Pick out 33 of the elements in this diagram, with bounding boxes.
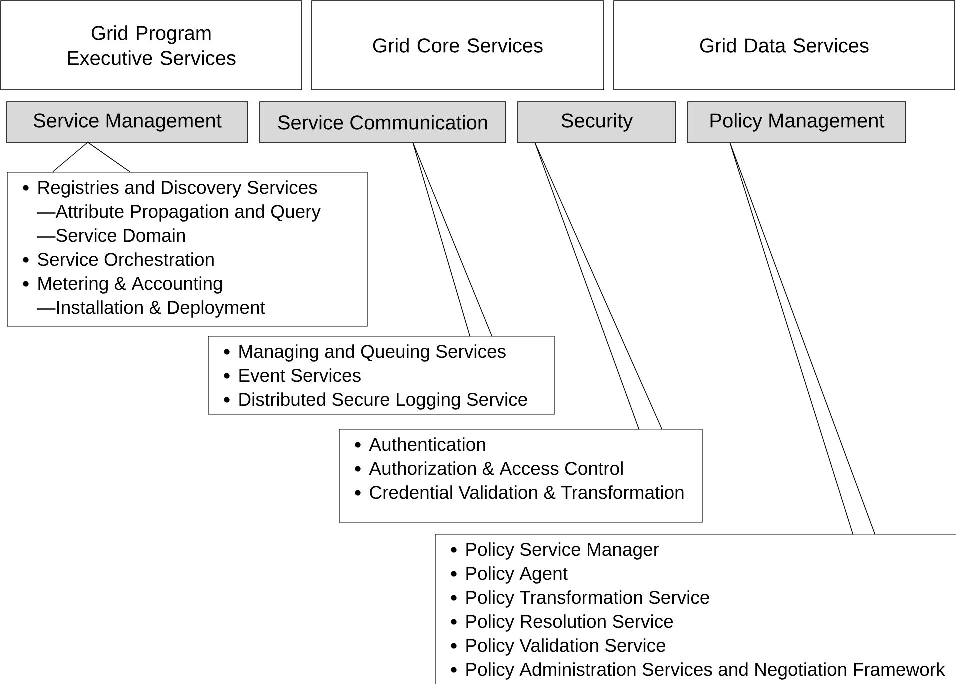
list-item: Metering & Accounting <box>38 276 222 294</box>
section-tab: Security <box>518 102 676 144</box>
list-item: Policy Transformation Service <box>466 590 710 608</box>
list-box <box>7 172 368 327</box>
list-item: Managing and Queuing Services <box>240 344 506 362</box>
list-box <box>435 534 956 684</box>
list-item: Policy Administration Services and Negotiation Framework <box>466 662 946 680</box>
list-item: Authentication <box>369 438 486 452</box>
list-item: Distributed Secure Logging Service <box>240 392 528 410</box>
list-item: —Installation & Deployment <box>37 300 266 318</box>
list-item: —Service Domain <box>37 228 186 242</box>
list-item: Policy Service Manager <box>466 542 660 560</box>
callout-wedge <box>534 142 662 430</box>
service-box: Grid Program Executive Services <box>0 0 302 90</box>
callout-wedge <box>412 142 492 336</box>
service-box: Grid Data Services <box>614 0 956 90</box>
list-item: Policy Resolution Service <box>466 614 674 632</box>
list-item: Credential Validation & Transformation <box>370 486 684 500</box>
list-item: —Attribute Propagation and Query <box>37 204 321 222</box>
list-item: Authorization & Access Control <box>369 462 623 476</box>
list-box <box>208 336 555 415</box>
list-item: Policy Agent <box>466 566 568 584</box>
section-tab: Policy Management <box>688 102 906 144</box>
service-box: Grid Core Services <box>312 0 604 90</box>
list-box <box>339 429 703 523</box>
list-item: Registries and Discovery Services <box>38 180 318 198</box>
callout-wedge <box>52 142 130 172</box>
list-item: Policy Validation Service <box>466 638 666 656</box>
section-tab: Service Management <box>6 102 248 144</box>
list-item: Service Orchestration <box>38 252 214 266</box>
list-item: Event Services <box>240 368 361 382</box>
section-tab: Service Communication <box>260 102 506 144</box>
callout-wedge <box>730 142 876 534</box>
